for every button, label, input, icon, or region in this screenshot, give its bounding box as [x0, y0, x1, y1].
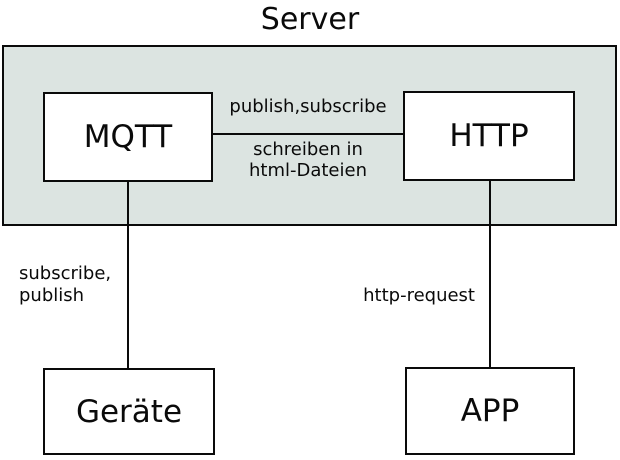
- edge-mqtt-geraete-line: [127, 182, 129, 368]
- edge-mqtt-http-top-label: publish,subscribe: [229, 96, 387, 117]
- node-geraete: Geräte: [43, 368, 215, 455]
- edge-mqtt-geraete-label: subscribe, publish: [19, 263, 111, 307]
- node-http: HTTP: [403, 91, 575, 181]
- edge-mqtt-geraete-label-line1: subscribe,: [19, 263, 112, 284]
- node-mqtt: MQTT: [43, 92, 213, 182]
- edge-http-app-label: http-request: [363, 285, 475, 306]
- edge-mqtt-http-bottom-label: schreiben in html-Dateien: [213, 139, 403, 181]
- node-mqtt-label: MQTT: [83, 119, 173, 155]
- diagram-title: Server: [260, 2, 360, 37]
- edge-mqtt-http-bottom-label-line2: html-Dateien: [248, 160, 367, 181]
- node-app-label: APP: [460, 393, 520, 429]
- edge-mqtt-http-bottom-label-line1: schreiben in: [253, 139, 363, 160]
- node-app: APP: [405, 367, 575, 455]
- node-http-label: HTTP: [449, 118, 529, 154]
- edge-http-app-line: [489, 181, 491, 367]
- edge-mqtt-geraete-label-line2: publish: [19, 285, 85, 306]
- edge-mqtt-http-line: [213, 133, 403, 135]
- node-geraete-label: Geräte: [75, 393, 183, 430]
